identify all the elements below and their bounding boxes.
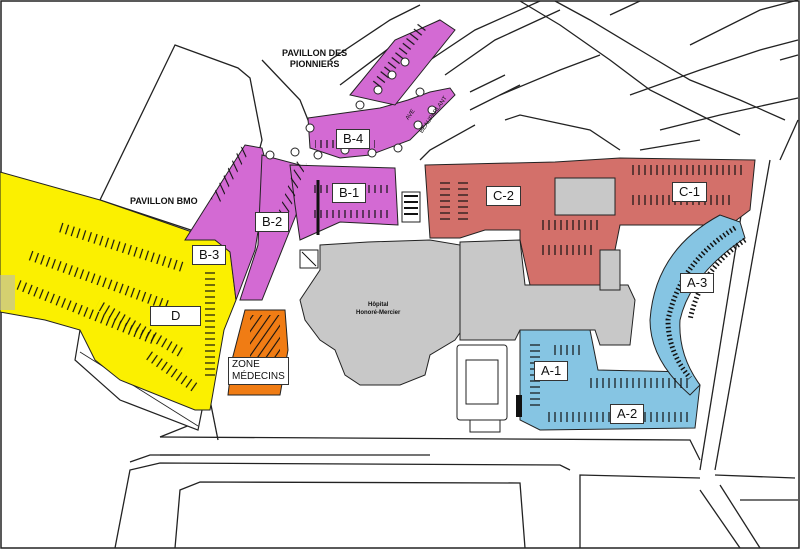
heliport-structure: [456, 344, 508, 433]
zone-label-b4[interactable]: B-4: [336, 129, 371, 149]
zone-label-d[interactable]: D: [150, 306, 202, 326]
c-service-building: [554, 177, 616, 216]
zone-d-lot[interactable]: [0, 171, 237, 411]
trees: [265, 57, 437, 160]
zone-label-a3[interactable]: A-3: [680, 273, 715, 293]
zone-medecins-label[interactable]: ZONE MÉDECINS: [228, 357, 289, 385]
zone-label-b3[interactable]: B-3: [192, 245, 227, 265]
pavillon-pionniers-label: PAVILLON DES PIONNIERS: [282, 48, 348, 69]
zone-label-b2[interactable]: B-2: [255, 212, 290, 232]
hopital-label: Hôpital Honoré-Mercier: [356, 302, 401, 316]
zone-label-a2[interactable]: A-2: [610, 404, 645, 424]
zone-label-a1[interactable]: A-1: [534, 361, 569, 381]
street-network: [114, 0, 799, 549]
zone-label-b1[interactable]: B-1: [332, 183, 367, 203]
hopital-building: [299, 239, 636, 386]
zone-label-c2[interactable]: C-2: [486, 186, 521, 206]
zone-label-c1[interactable]: C-1: [672, 182, 707, 202]
zone-medecins-stalls: [250, 315, 280, 360]
pavillon-bmo-label: PAVILLON BMO: [130, 196, 198, 206]
